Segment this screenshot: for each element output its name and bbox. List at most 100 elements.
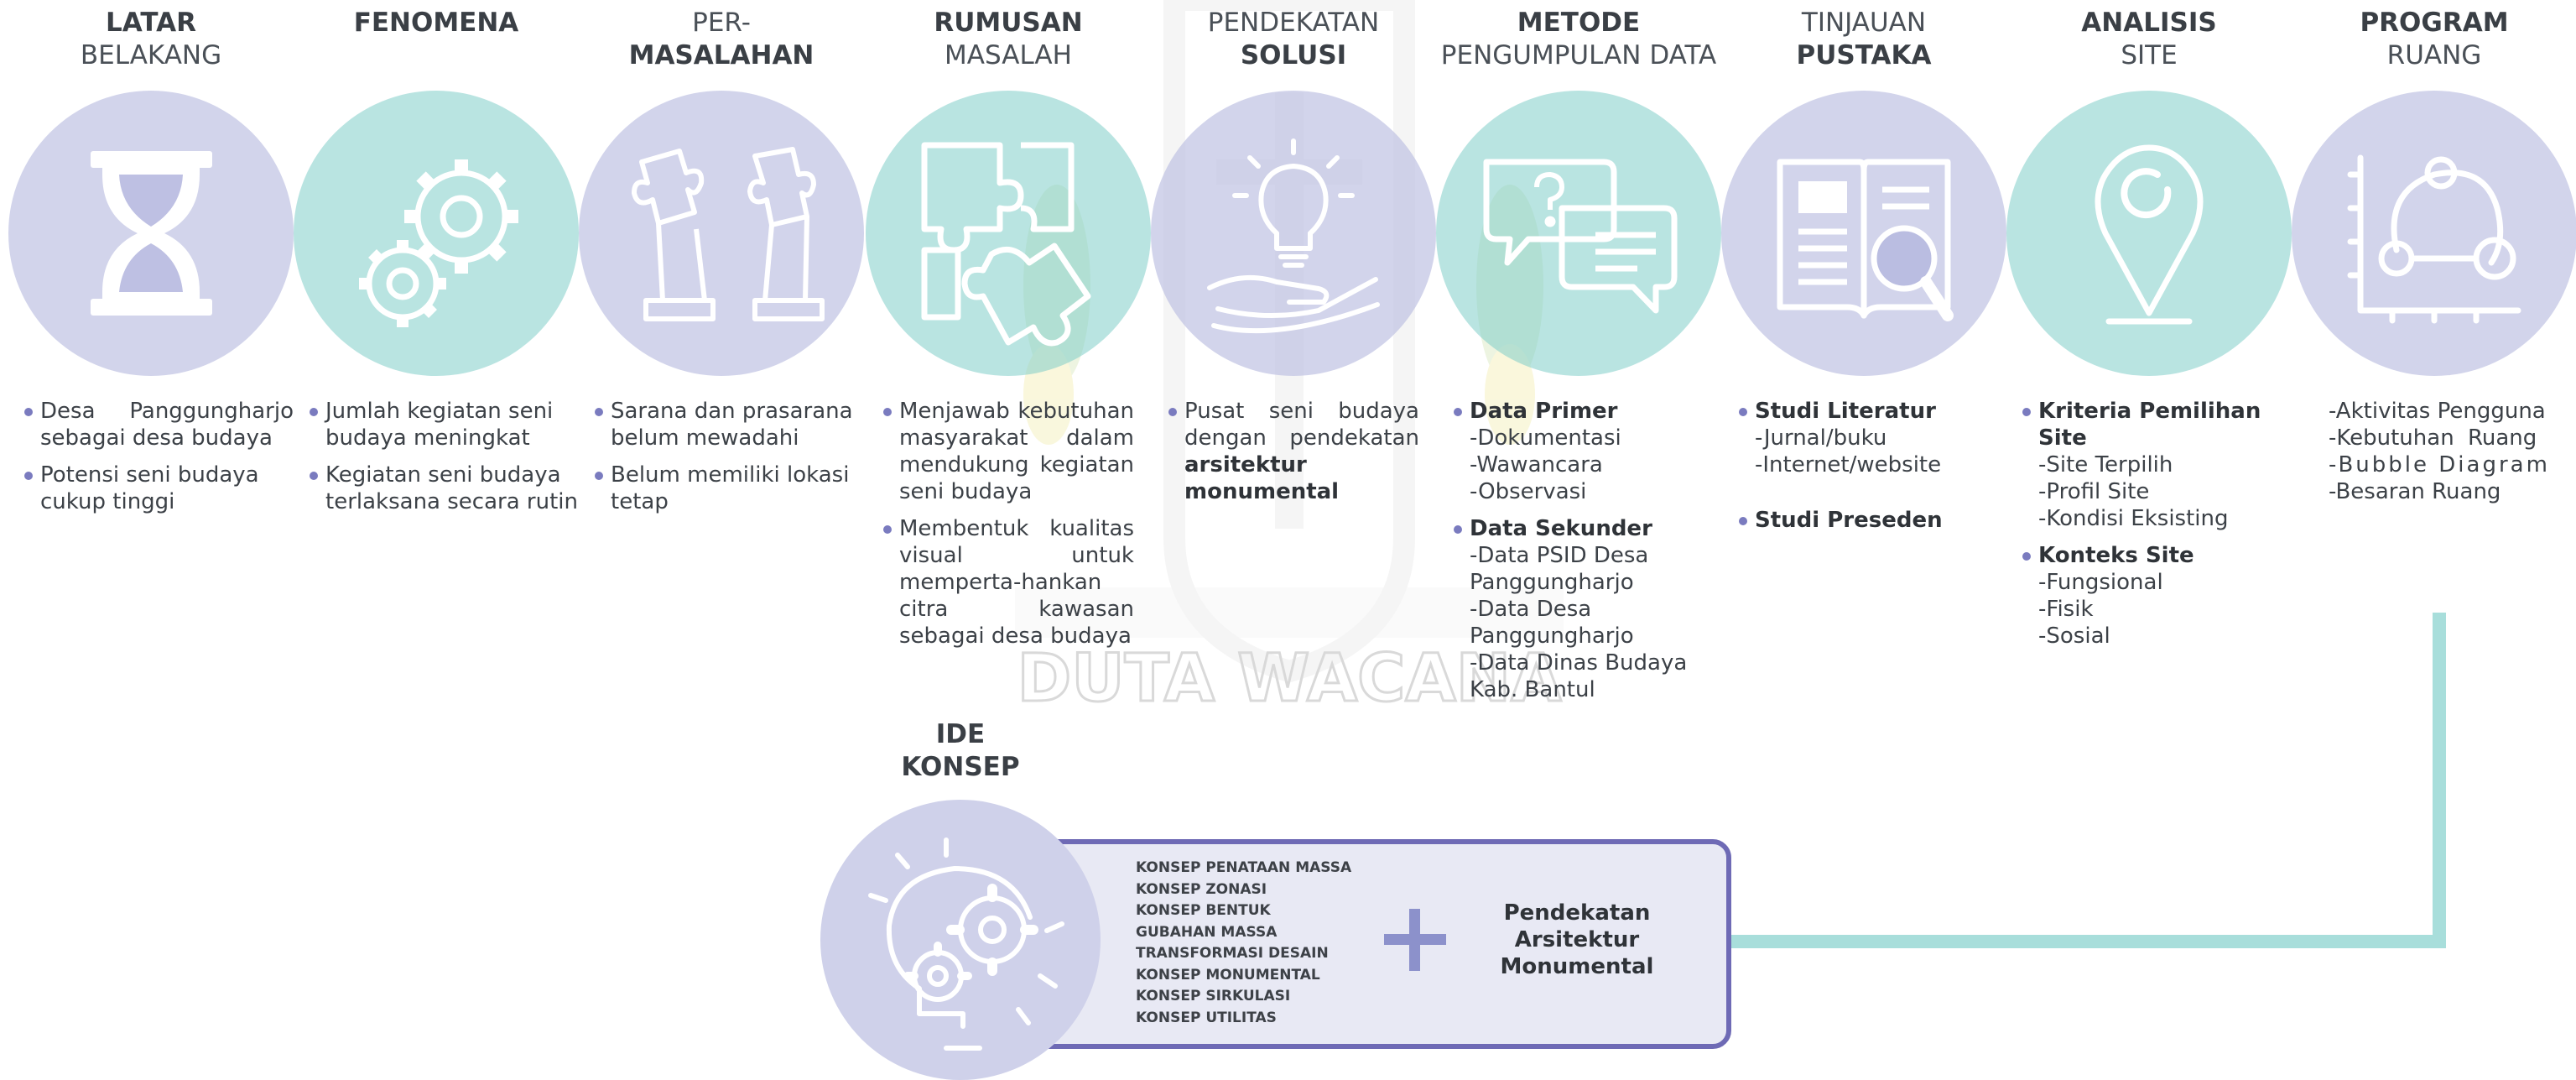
heading-line-2: KONSEP [901, 752, 1020, 782]
approach-line: Arsitektur [1514, 927, 1640, 952]
heading-line-1: FENOMENA [353, 8, 519, 38]
heading-line-1: LATAR [106, 8, 196, 38]
step-circle [1151, 91, 1436, 376]
program-line: -Bubble Diagram [2329, 452, 2550, 477]
note-item: Menjawab kebutuhan masyarakat dalam mend… [882, 398, 1134, 505]
step-notes: -Aktivitas Pengguna -Kebutuhan Ruang -Bu… [2329, 398, 2576, 505]
group-title: Data Primer [1470, 399, 1618, 424]
step-notes: Sarana dan prasarana belum mewadahi Belu… [594, 398, 864, 525]
note-item: Sarana dan prasarana belum mewadahi [594, 398, 864, 451]
bubble-diagram-icon [2347, 154, 2521, 324]
heading-line-1: RUMUSAN [934, 8, 1083, 38]
heading-line-1: METODE [1517, 8, 1641, 38]
note-item: Membentuk kualitas visual untuk memperta… [882, 515, 1134, 650]
group-items: -Jurnal/buku -Internet/website [1755, 425, 1990, 478]
puzzle-hands-icon [632, 147, 825, 321]
step-circle [579, 91, 864, 376]
note-item: Kegiatan seni budaya terlaksana secara r… [309, 462, 579, 515]
concept-item: GUBAHAN MASSA [1136, 923, 1278, 941]
chat-bubbles-icon [1483, 159, 1678, 314]
group-item: -Wawancara [1470, 452, 1603, 477]
group-item: -Site Terpilih [2038, 452, 2173, 477]
heading-line-1: IDE [935, 719, 986, 749]
step-heading: LATAR BELAKANG [8, 7, 294, 72]
heading-line-1: PER- [692, 8, 751, 38]
concept-item: KONSEP PENATAAN MASSA [1136, 859, 1352, 876]
note-item: Belum memiliki lokasi tetap [594, 462, 864, 515]
concept-item: KONSEP MONUMENTAL [1136, 966, 1320, 983]
group-item: -Data Desa Panggungharjo [1470, 597, 1634, 649]
step-circle [2292, 91, 2576, 376]
group-items: -Data PSID Desa Panggungharjo -Data Desa… [1470, 542, 1696, 703]
program-line: -Kebutuhan Ruang [2329, 425, 2537, 451]
note-group: Studi Preseden [1738, 507, 1990, 534]
concept-item: KONSEP ZONASI [1136, 880, 1267, 898]
connector-vertical [2433, 613, 2446, 948]
heading-line-1: TINJAUAN [1801, 8, 1927, 38]
group-title: Studi Literatur [1755, 399, 1936, 424]
head-gears-icon [868, 837, 1064, 1051]
heading-line-2: SITE [2121, 40, 2178, 70]
group-item: -Jurnal/buku [1755, 425, 1887, 451]
note-text-bold: arsitektur monumental [1184, 452, 1340, 504]
concept-item: KONSEP SIRKULASI [1136, 988, 1291, 1004]
note-group: Studi Literatur -Jurnal/buku -Internet/w… [1738, 398, 1990, 478]
group-items: -Dokumentasi -Wawancara -Observasi [1470, 425, 1713, 505]
group-title: Konteks Site [2038, 543, 2194, 568]
heading-line-2: MASALAHAN [628, 40, 814, 70]
step-heading: PER- MASALAHAN [579, 7, 864, 72]
heading-line-2: PENGUMPULAN DATA [1440, 40, 1717, 70]
concept-list: KONSEP PENATAAN MASSA KONSEP ZONASI KONS… [1136, 858, 1351, 1029]
heading-line-2: RUANG [2386, 40, 2482, 70]
heading-line-2: BELAKANG [80, 40, 222, 70]
heading-line-2: MASALAH [945, 40, 1072, 70]
heading-line-1: PROGRAM [2360, 8, 2509, 38]
heading-line-1: PENDEKATAN [1207, 8, 1380, 38]
step-circle [294, 91, 579, 376]
note-text: Pusat seni budaya dengan pendekatan [1184, 399, 1419, 451]
gears-icon [359, 159, 518, 327]
group-items: -Fungsional -Fisik -Sosial [2038, 569, 2290, 650]
heading-line-2: SOLUSI [1240, 40, 1347, 70]
group-items: -Site Terpilih -Profil Site -Kondisi Eks… [2038, 451, 2290, 532]
group-item: -Fisik [2038, 597, 2094, 622]
step-heading: METODE PENGUMPULAN DATA [1436, 7, 1721, 72]
hourglass-icon [91, 151, 212, 316]
group-item: -Sosial [2038, 623, 2110, 649]
note-group: Kriteria Pemilihan Site -Site Terpilih -… [2022, 398, 2290, 532]
group-title: Studi Preseden [1755, 508, 1943, 533]
group-item: -Observasi [1470, 479, 1587, 504]
group-item: -Kondisi Eksisting [2038, 506, 2229, 531]
heading-line-1: ANALISIS [2081, 8, 2217, 38]
puzzle-pieces-icon [921, 142, 1091, 347]
note-group: Data Primer -Dokumentasi -Wawancara -Obs… [1453, 398, 1713, 505]
step-notes: Desa Panggungharjo sebagai desa budaya P… [23, 398, 294, 525]
concept-item: KONSEP UTILITAS [1136, 1009, 1277, 1026]
step-notes: Menjawab kebutuhan masyarakat dalam mend… [882, 398, 1134, 660]
step-circle [8, 91, 294, 376]
watermark-text: DUTA WACANA [1017, 641, 1562, 717]
step-heading: FENOMENA [294, 7, 579, 39]
note-item: Potensi seni budaya cukup tinggi [23, 462, 294, 515]
group-title: Data Sekunder [1470, 516, 1652, 541]
ide-konsep-heading: IDE KONSEP [872, 718, 1049, 784]
approach-line: Monumental [1500, 954, 1654, 979]
group-item: -Fungsional [2038, 570, 2163, 595]
concept-item: KONSEP BENTUK [1136, 902, 1271, 919]
step-notes: Data Primer -Dokumentasi -Wawancara -Obs… [1453, 398, 1713, 713]
step-circle [2006, 91, 2292, 376]
note-item: Jumlah kegiatan seni budaya meningkat [309, 398, 579, 451]
step-notes: Pusat seni budaya dengan pendekatan arsi… [1168, 398, 1419, 515]
program-line: -Aktivitas Pengguna [2329, 399, 2546, 424]
note-item: Pusat seni budaya dengan pendekatan arsi… [1168, 398, 1419, 505]
group-item: -Dokumentasi [1470, 425, 1621, 451]
ide-konsep-circle [820, 800, 1101, 1080]
lightbulb-hand-icon [1207, 138, 1380, 334]
step-notes: Jumlah kegiatan seni budaya meningkat Ke… [309, 398, 579, 525]
approach-line: Pendekatan [1503, 900, 1651, 926]
group-item: -Profil Site [2038, 479, 2150, 504]
group-title: Kriteria Pemilihan Site [2038, 399, 2261, 451]
group-item: -Data Dinas Budaya Kab. Bantul [1470, 650, 1688, 702]
step-heading: PENDEKATAN SOLUSI [1151, 7, 1436, 72]
step-heading: RUMUSAN MASALAH [866, 7, 1151, 72]
